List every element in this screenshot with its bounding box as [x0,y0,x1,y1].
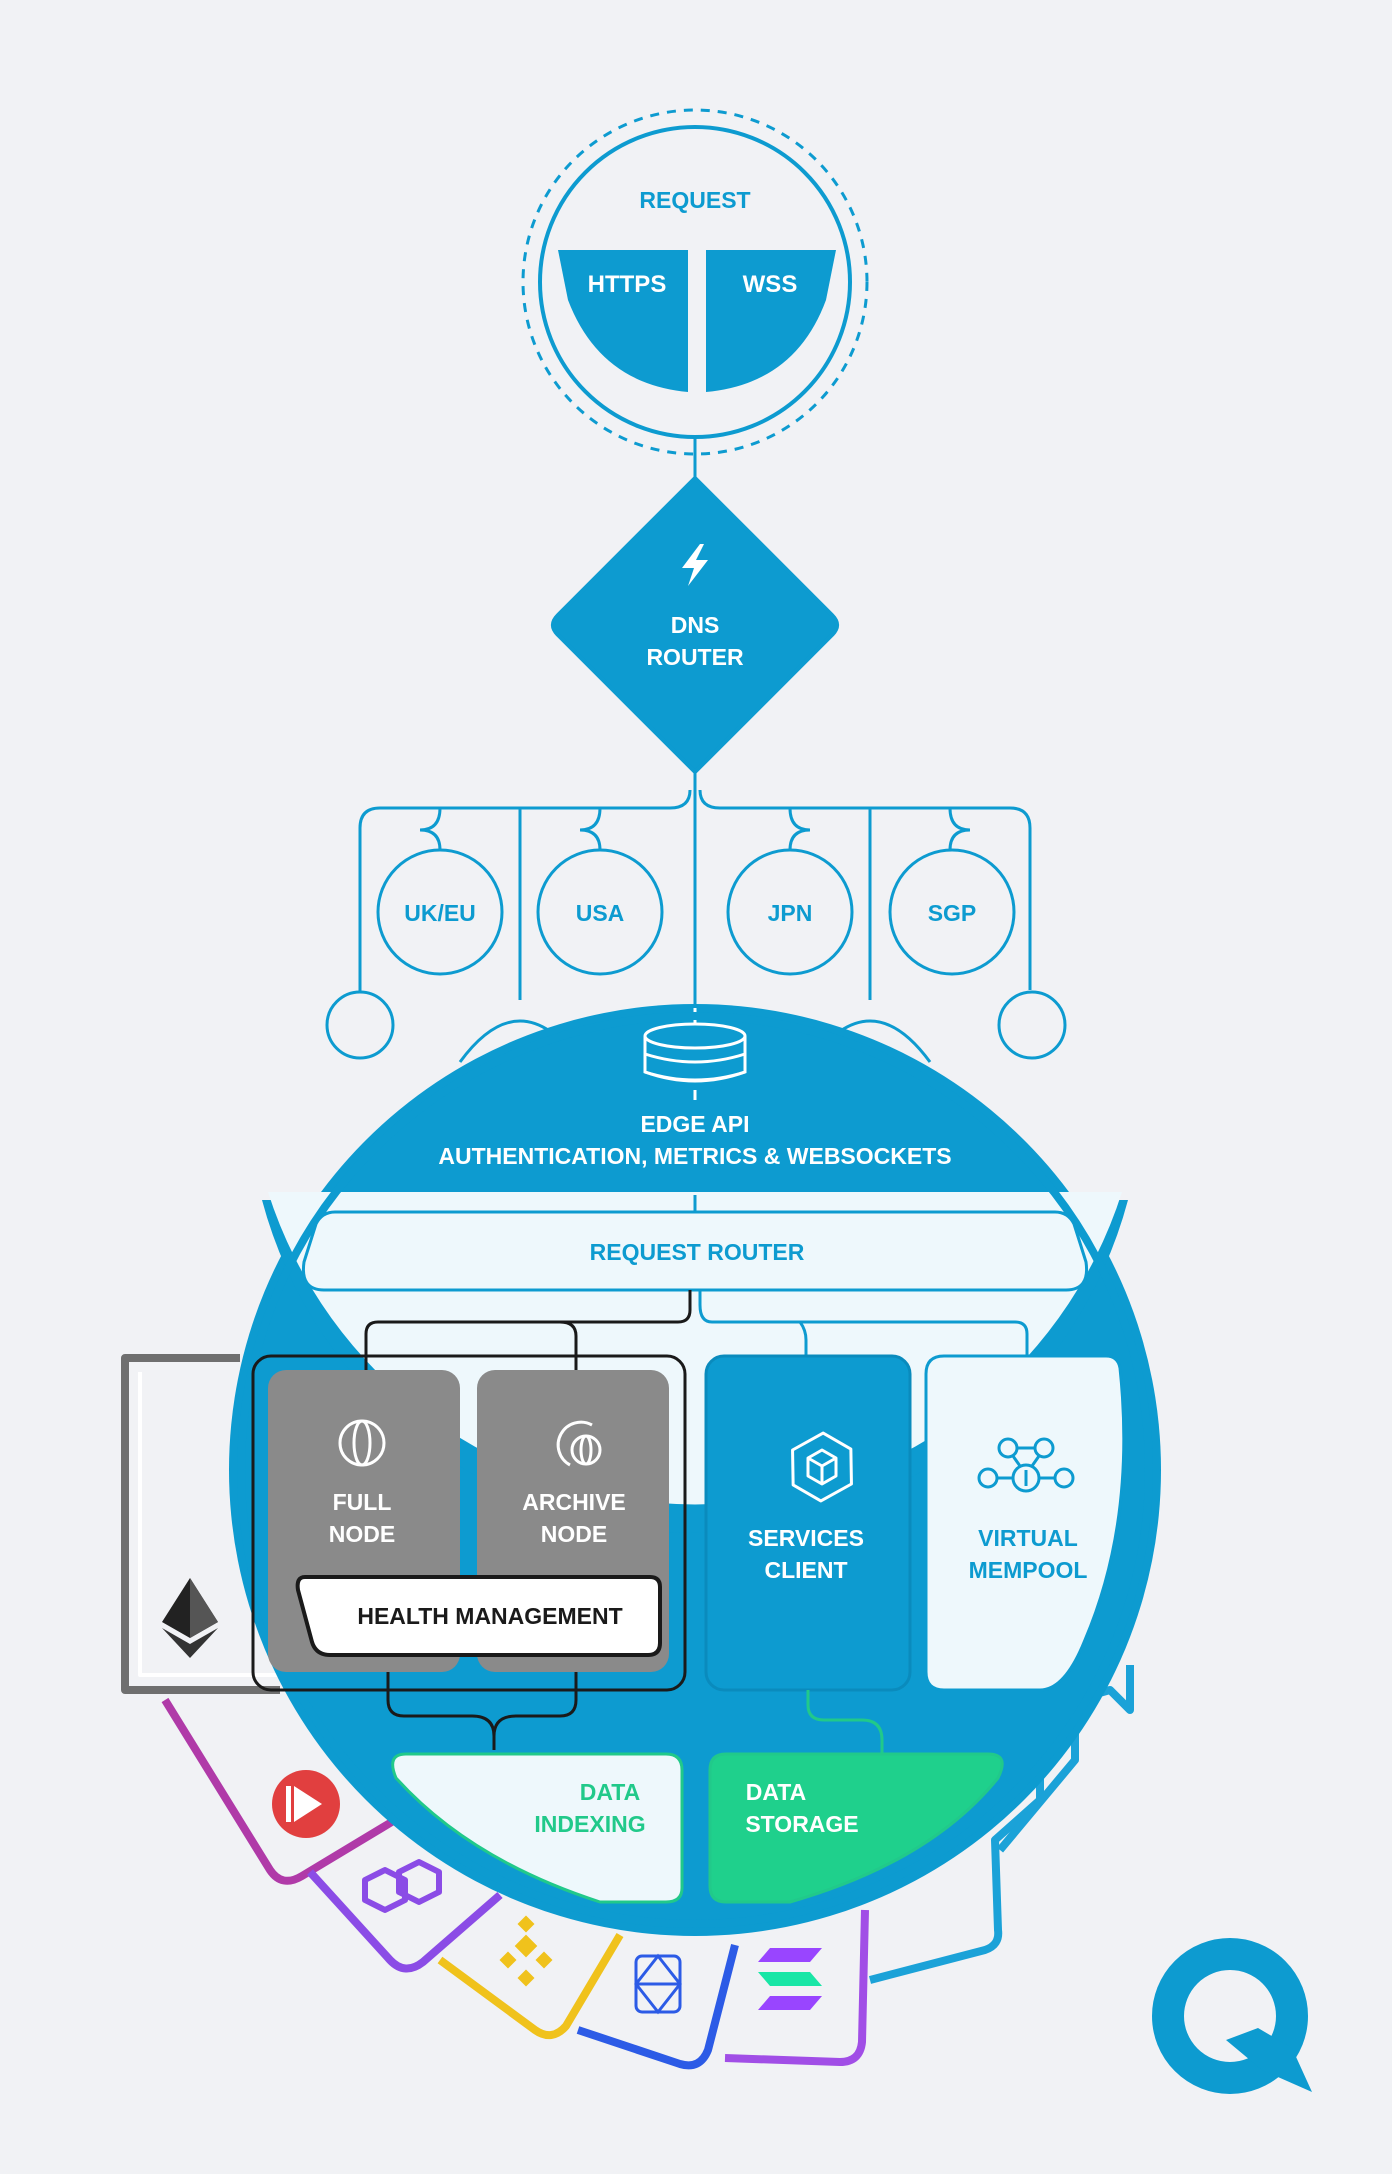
globe-icon [338,1419,386,1467]
data-storage: DATA STORAGE [708,1752,1004,1904]
lower-connectors [386,1672,884,1756]
https-box [558,250,688,392]
data-indexing: DATA INDEXING [391,1752,684,1904]
dns-label-line1: DNS [671,612,720,638]
services-client: SERVICES CLIENT [704,1354,912,1692]
archive-globe-icon [556,1420,602,1467]
health-management: HEALTH MANAGEMENT [295,1575,662,1657]
cube-icon [791,1431,853,1503]
fantom-icon [634,1953,682,2015]
chain-ribbon-magenta [161,1697,398,1885]
edge-api-subtitle: AUTHENTICATION, METRICS & WEBSOCKETS [438,1143,951,1169]
services-client-box [704,1354,912,1692]
nodes-group-frame [251,1354,687,1692]
quicknode-logo [1152,1938,1312,2094]
region-circle-sgp [888,848,1016,976]
virtual-mempool: VIRTUAL MEMPOOL [924,1354,1126,1692]
archive-node-line1: ARCHIVE [522,1489,626,1515]
dns-label-line2: ROUTER [646,644,744,670]
virtual-mempool-line2: MEMPOOL [969,1557,1088,1583]
request-title: REQUEST [639,187,750,213]
chain-ribbon-violet [724,1909,869,2066]
region-small-circle-left [325,990,395,1060]
region-small-circle-right [997,990,1067,1060]
avalanche-like-icon [272,1770,340,1838]
region-connectors [358,772,1032,1070]
data-storage-box [708,1752,1004,1904]
region-circle-ukeu [376,848,504,976]
ethereum-icon [162,1578,218,1658]
region-label-usa: USA [576,900,625,926]
chain-ribbon-yellow [437,1932,624,2040]
wss-label: WSS [743,271,798,298]
chain-ribbon-purple [307,1869,503,1973]
dns-router: DNS ROUTER [551,476,839,774]
full-node-line1: FULL [333,1489,392,1515]
virtual-mempool-box [924,1354,1126,1692]
wss-box [706,250,836,392]
data-storage-line1: DATA [746,1779,806,1805]
lightning-icon [682,544,708,586]
chain-ribbon-cyan-1 [868,1750,1044,1984]
request-router-box [301,1210,1089,1292]
health-management-label: HEALTH MANAGEMENT [357,1603,622,1629]
health-management-box [295,1575,662,1657]
https-label: HTTPS [588,271,667,298]
chain-ribbon-gray [121,1354,280,1694]
request-dashed-ring [521,108,869,456]
archive-node-line2: NODE [541,1521,607,1547]
polygon-icon [362,1859,442,1913]
request-router-label: REQUEST ROUTER [590,1239,805,1265]
network-nodes-icon [977,1437,1075,1493]
request-router: REQUEST ROUTER [301,1210,1089,1292]
region-circle-jpn [726,848,854,976]
data-indexing-line1: DATA [580,1779,640,1805]
region-label-sgp: SGP [928,900,977,926]
solana-icon [758,1948,822,2010]
full-node-line2: NODE [329,1521,395,1547]
region-label-ukeu: UK/EU [404,900,476,926]
region-nodes: UK/EU USA JPN SGP [325,848,1067,1060]
region-label-jpn: JPN [768,900,813,926]
router-connectors [364,1195,1029,1372]
virtual-mempool-line1: VIRTUAL [978,1525,1078,1551]
bnb-icon [499,1915,553,1987]
services-client-line2: CLIENT [764,1557,847,1583]
request-node: REQUEST HTTPS WSS [521,108,869,456]
services-client-line1: SERVICES [748,1525,864,1551]
data-indexing-line2: INDEXING [534,1811,645,1837]
data-storage-line2: STORAGE [745,1811,858,1837]
database-icon [643,1008,747,1100]
edge-api-title: EDGE API [640,1111,749,1137]
data-indexing-box [391,1752,684,1904]
region-circle-usa [536,848,664,976]
chain-ribbon-blue [576,1944,739,2070]
